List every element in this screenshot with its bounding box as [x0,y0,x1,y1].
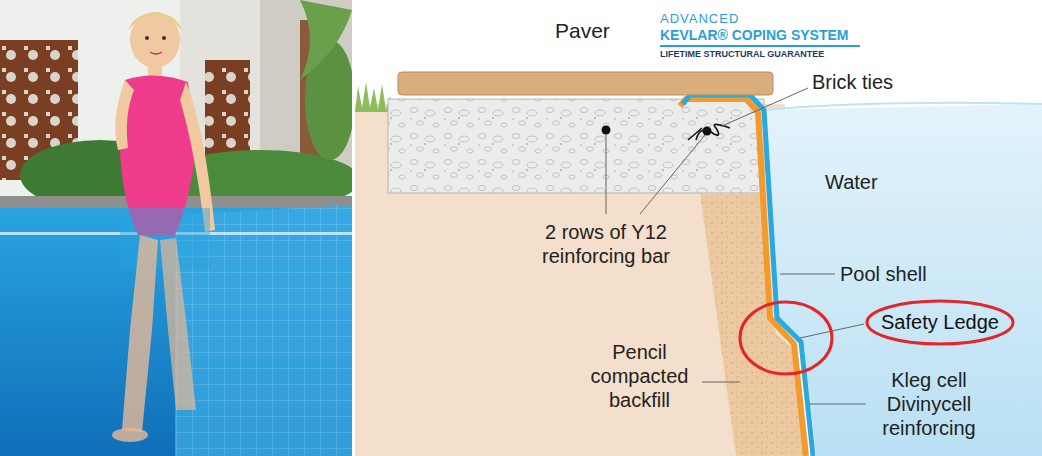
part-label: ADVANCED [660,11,739,27]
part-label: Brick ties [812,70,893,94]
ellipse-shape [867,301,1013,344]
part-label: Pencil compacted backfill [582,340,697,412]
part-label: Pool shell [840,262,927,286]
callout-ellipse: Safety Ledge [865,299,1015,346]
pool-photo [0,0,360,456]
part-label: Paver [555,18,610,43]
part-label: KEVLAR® COPING SYSTEM [660,27,848,44]
part-label: LIFETIME STRUCTURAL GUARANTEE [660,49,824,60]
callout-text: Safety Ledge [881,311,999,334]
part-label: Kleg cell Divinycell reinforcing [870,368,988,440]
part-label: 2 rows of Y12 reinforcing bar [516,220,696,268]
highlight-circle [740,302,832,374]
part-label: Water [825,170,878,194]
cross-section [352,0,1042,456]
